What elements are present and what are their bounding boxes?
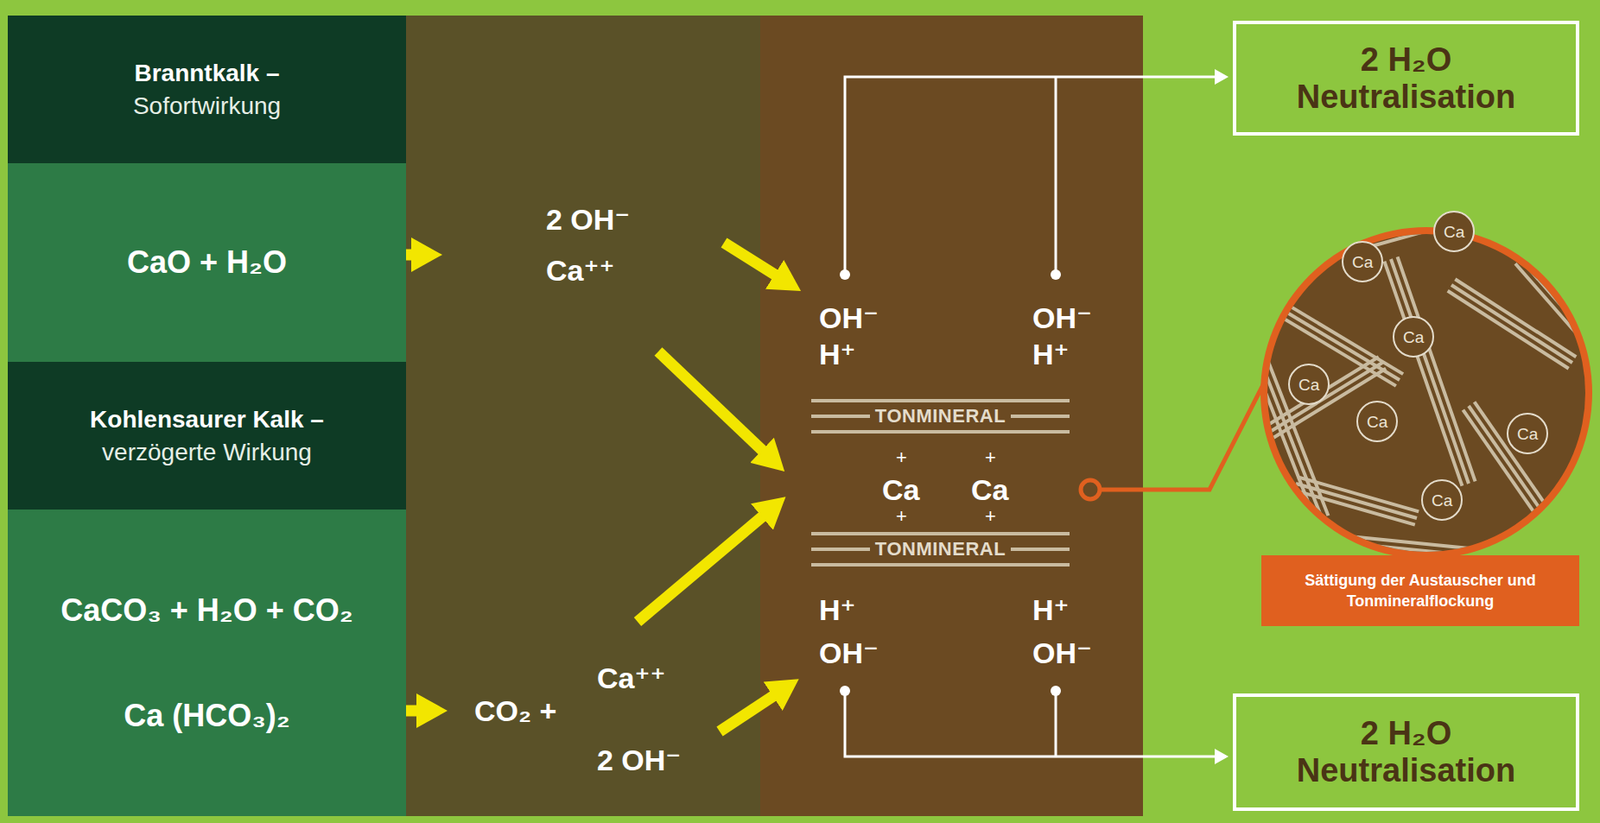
result-box: 2 H₂ONeutralisation [1232,20,1580,136]
ion-label: Ca⁺⁺ [596,663,666,693]
ion-label: + [895,448,908,468]
node-text: Ca (HCO₃)₂ [123,697,291,735]
node-text: Neutralisation [1296,752,1516,790]
node-text: CaCO₃ + H₂O + CO₂ [60,591,354,629]
callout-label: Sättigung der Austauscher und Tonmineral… [1261,555,1580,627]
ion-label: H⁺ [819,339,857,369]
node-text: Sättigung der Austauscher und Tonmineral… [1295,570,1545,613]
neutralisation-dots [839,269,1061,697]
ion-symbol: Ca [1431,492,1453,509]
node-text: TONMINERAL [869,538,1011,561]
node-text: verzögerte Wirkung [101,436,312,470]
ion-symbol: Ca [1352,253,1373,271]
ion-label: OH⁻ [1032,638,1093,668]
left-column [7,15,407,817]
ion-label: + [984,448,997,468]
node-text: TONMINERAL [869,405,1011,428]
callout-ring [1260,227,1593,559]
node-text: Branntkalk – [133,57,280,90]
ion-symbol: Ca [1298,376,1320,394]
ion-label: + [895,507,908,527]
ion-symbol: Ca [1443,223,1465,241]
ion-label: OH⁻ [1032,303,1093,333]
node-text: 2 H₂O [1360,41,1453,79]
formula-box: CaCO₃ + H₂O + CO₂ Ca (HCO₃)₂ [7,509,407,817]
ion-label: Ca⁺⁺ [546,255,615,286]
ion-symbol: Ca [1366,413,1388,431]
soil-panel [760,15,1143,817]
ion-label: + [984,507,997,527]
reaction-arrows [367,242,778,732]
ion-label: H⁺ [1032,595,1070,625]
callout-leader [1080,371,1270,500]
node-text: Kohlensaurer Kalk – [89,403,324,437]
ion-label: H⁺ [819,595,857,625]
ion-label: OH⁻ [819,303,879,333]
ion-label: 2 OH⁻ [546,204,630,235]
node-text: Neutralisation [1296,78,1516,116]
heading-box: Branntkalk –Sofortwirkung [7,15,407,164]
clay-band: TONMINERAL [811,397,1070,436]
ca-circles [1288,211,1548,521]
heading-box: Kohlensaurer Kalk –verzögerte Wirkung [7,361,407,510]
ion-label: 2 OH⁻ [596,745,681,775]
solution-panel [406,15,761,817]
ion-label: Ca [971,475,1009,505]
result-box: 2 H₂ONeutralisation [1232,693,1580,812]
ion-label: OH⁻ [819,638,879,668]
clay-platelets [1255,200,1587,565]
ion-symbol: Ca [1517,425,1538,443]
clay-band: TONMINERAL [811,530,1070,569]
formula-box: CaO + H₂O [7,163,407,362]
ion-label: Ca [882,475,920,505]
node-text: CaO + H₂O [126,243,287,281]
ion-label: H⁺ [1032,339,1070,369]
ion-label: CO₂ + [474,696,557,726]
ion-symbol: Ca [1403,329,1424,346]
node-text: Sofortwirkung [133,89,281,123]
node-text: 2 H₂O [1360,715,1453,753]
